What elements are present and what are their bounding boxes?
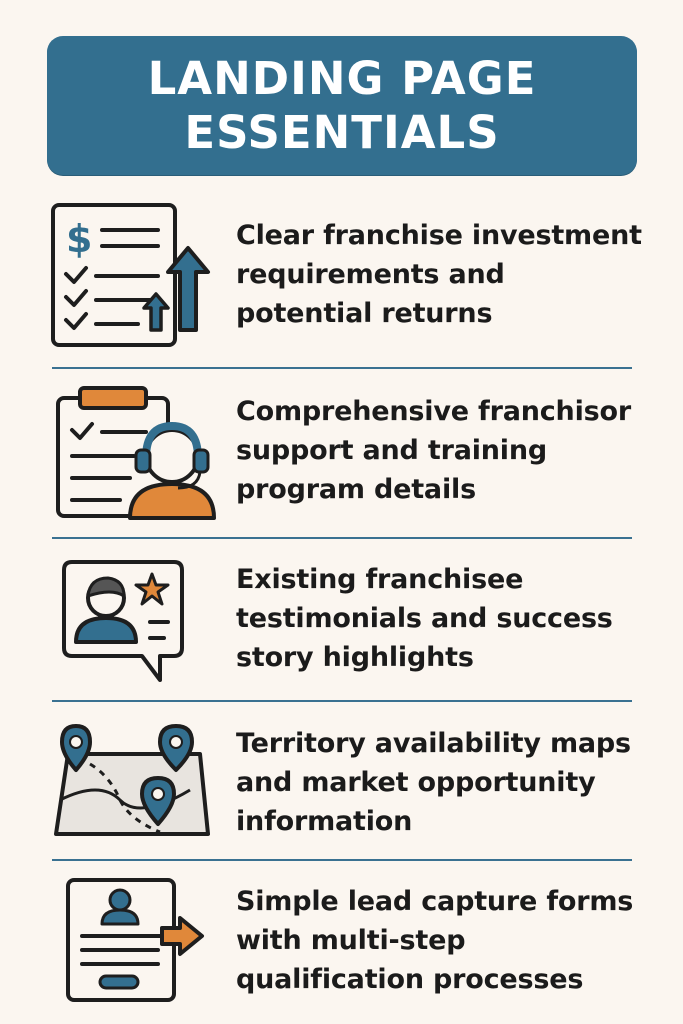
testimonial-chat-icon: [62, 560, 184, 682]
svg-text:$: $: [66, 217, 92, 261]
item-text: Existing franchisee testimonials and suc…: [236, 564, 613, 673]
list-item: Comprehensive franchisor support and tra…: [50, 384, 640, 524]
item-text: Clear franchise investment requirements …: [236, 220, 642, 329]
title-banner: LANDING PAGE ESSENTIALS: [47, 36, 637, 175]
item-text: Simple lead capture forms with multi-ste…: [236, 886, 634, 995]
list-item: Simple lead capture forms with multi-ste…: [50, 876, 640, 1004]
investment-checklist-icon: $: [51, 203, 210, 347]
divider: [52, 700, 632, 702]
list-item: Territory availability maps and market o…: [50, 720, 640, 844]
support-agent-clipboard-icon: [56, 386, 216, 520]
list-item: $ Clear franchise investment requirement…: [50, 200, 642, 350]
page-title: LANDING PAGE ESSENTIALS: [147, 51, 537, 159]
divider: [52, 859, 632, 861]
territory-map-icon: [54, 724, 210, 836]
list-item: Existing franchisee testimonials and suc…: [50, 556, 640, 686]
lead-form-icon: [66, 878, 204, 1002]
divider: [52, 537, 632, 539]
item-text: Territory availability maps and market o…: [236, 728, 631, 837]
divider: [52, 367, 632, 369]
item-text: Comprehensive franchisor support and tra…: [236, 396, 631, 505]
